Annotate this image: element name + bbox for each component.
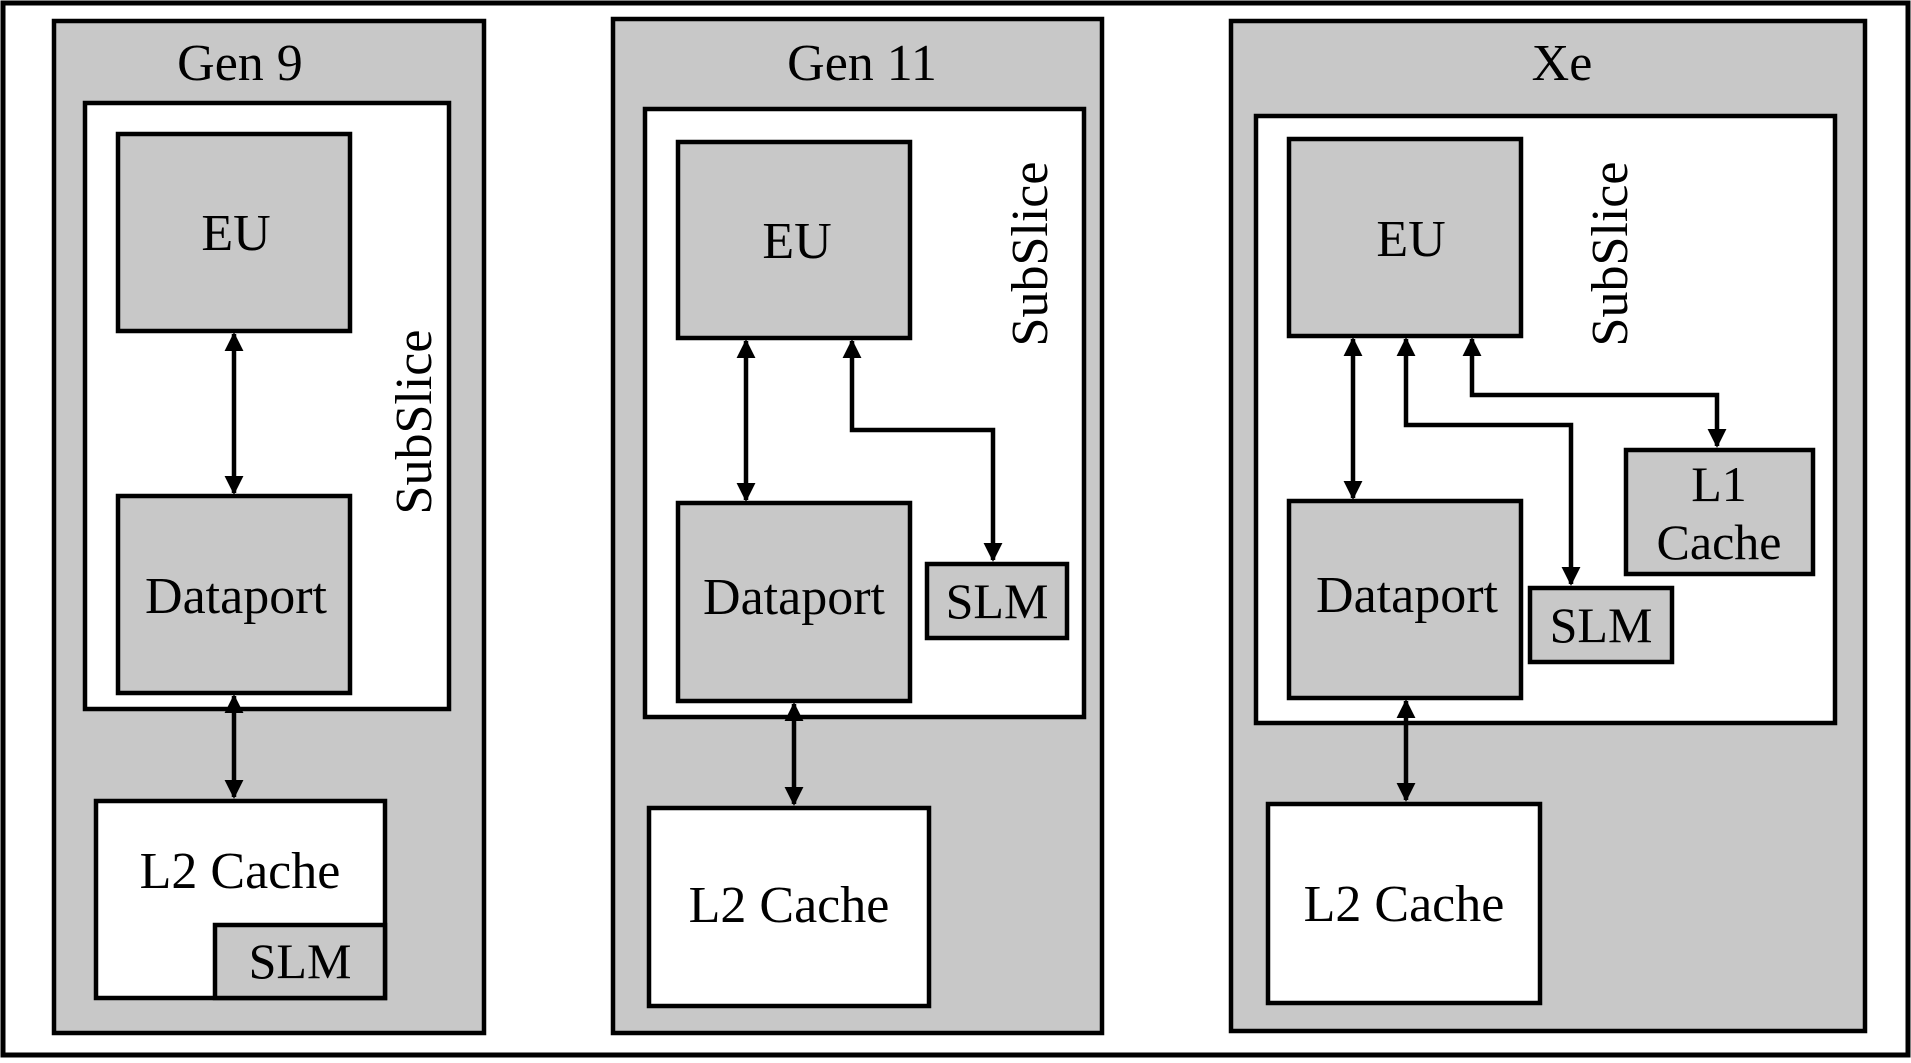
gen9-eu-label: EU [201, 205, 270, 262]
xe-title: Xe [1532, 35, 1593, 92]
gen9-l2-label: L2 Cache [140, 843, 341, 900]
xe-l2-box [1265, 801, 1543, 1006]
xe-arrow-eu-l1 [1462, 337, 1727, 448]
gen11-slm-box [924, 561, 1070, 641]
gen9-title: Gen 9 [177, 35, 303, 92]
gen11-l2-label: L2 Cache [689, 877, 890, 934]
xe-l1-label-line2: Cache [1657, 514, 1782, 570]
xe-dataport-label: Dataport [1316, 567, 1498, 624]
panel-gen9: Gen 9 SubSlice EU Dataport L2 Cache SLM [51, 18, 487, 1036]
xe-slm-label: SLM [1550, 597, 1653, 653]
xe-l2-label: L2 Cache [1304, 876, 1505, 933]
gen11-l2-box [646, 805, 932, 1009]
gen11-arrow-eu-slm [842, 339, 1003, 562]
gen9-eu-box [115, 131, 353, 334]
gen11-eu-box [675, 139, 913, 341]
gen11-title: Gen 11 [787, 35, 937, 92]
xe-l1-box [1623, 447, 1816, 577]
gen11-slm-label: SLM [946, 573, 1049, 629]
xe-slm-box [1527, 585, 1675, 665]
xe-subslice-label: SubSlice [1582, 162, 1639, 347]
gen11-dataport-label: Dataport [703, 569, 885, 626]
gen9-subslice-label: SubSlice [386, 330, 443, 515]
gen11-subslice-label: SubSlice [1002, 162, 1059, 347]
gen9-slm-box [212, 922, 388, 1001]
xe-l1-label-line1: L1 [1691, 456, 1747, 512]
gen9-slm-label: SLM [249, 933, 352, 989]
panel-xe: Xe SubSlice EU Dataport SLM L1 Cache L2 … [1228, 18, 1868, 1034]
gen9-dataport-label: Dataport [145, 568, 327, 625]
gen9-dataport-box [115, 493, 353, 696]
xe-eu-label: EU [1376, 211, 1445, 268]
gen11-eu-label: EU [762, 213, 831, 270]
xe-eu-box [1286, 136, 1524, 339]
panel-gen11: Gen 11 SubSlice EU Dataport SLM L2 Cache [610, 16, 1105, 1036]
